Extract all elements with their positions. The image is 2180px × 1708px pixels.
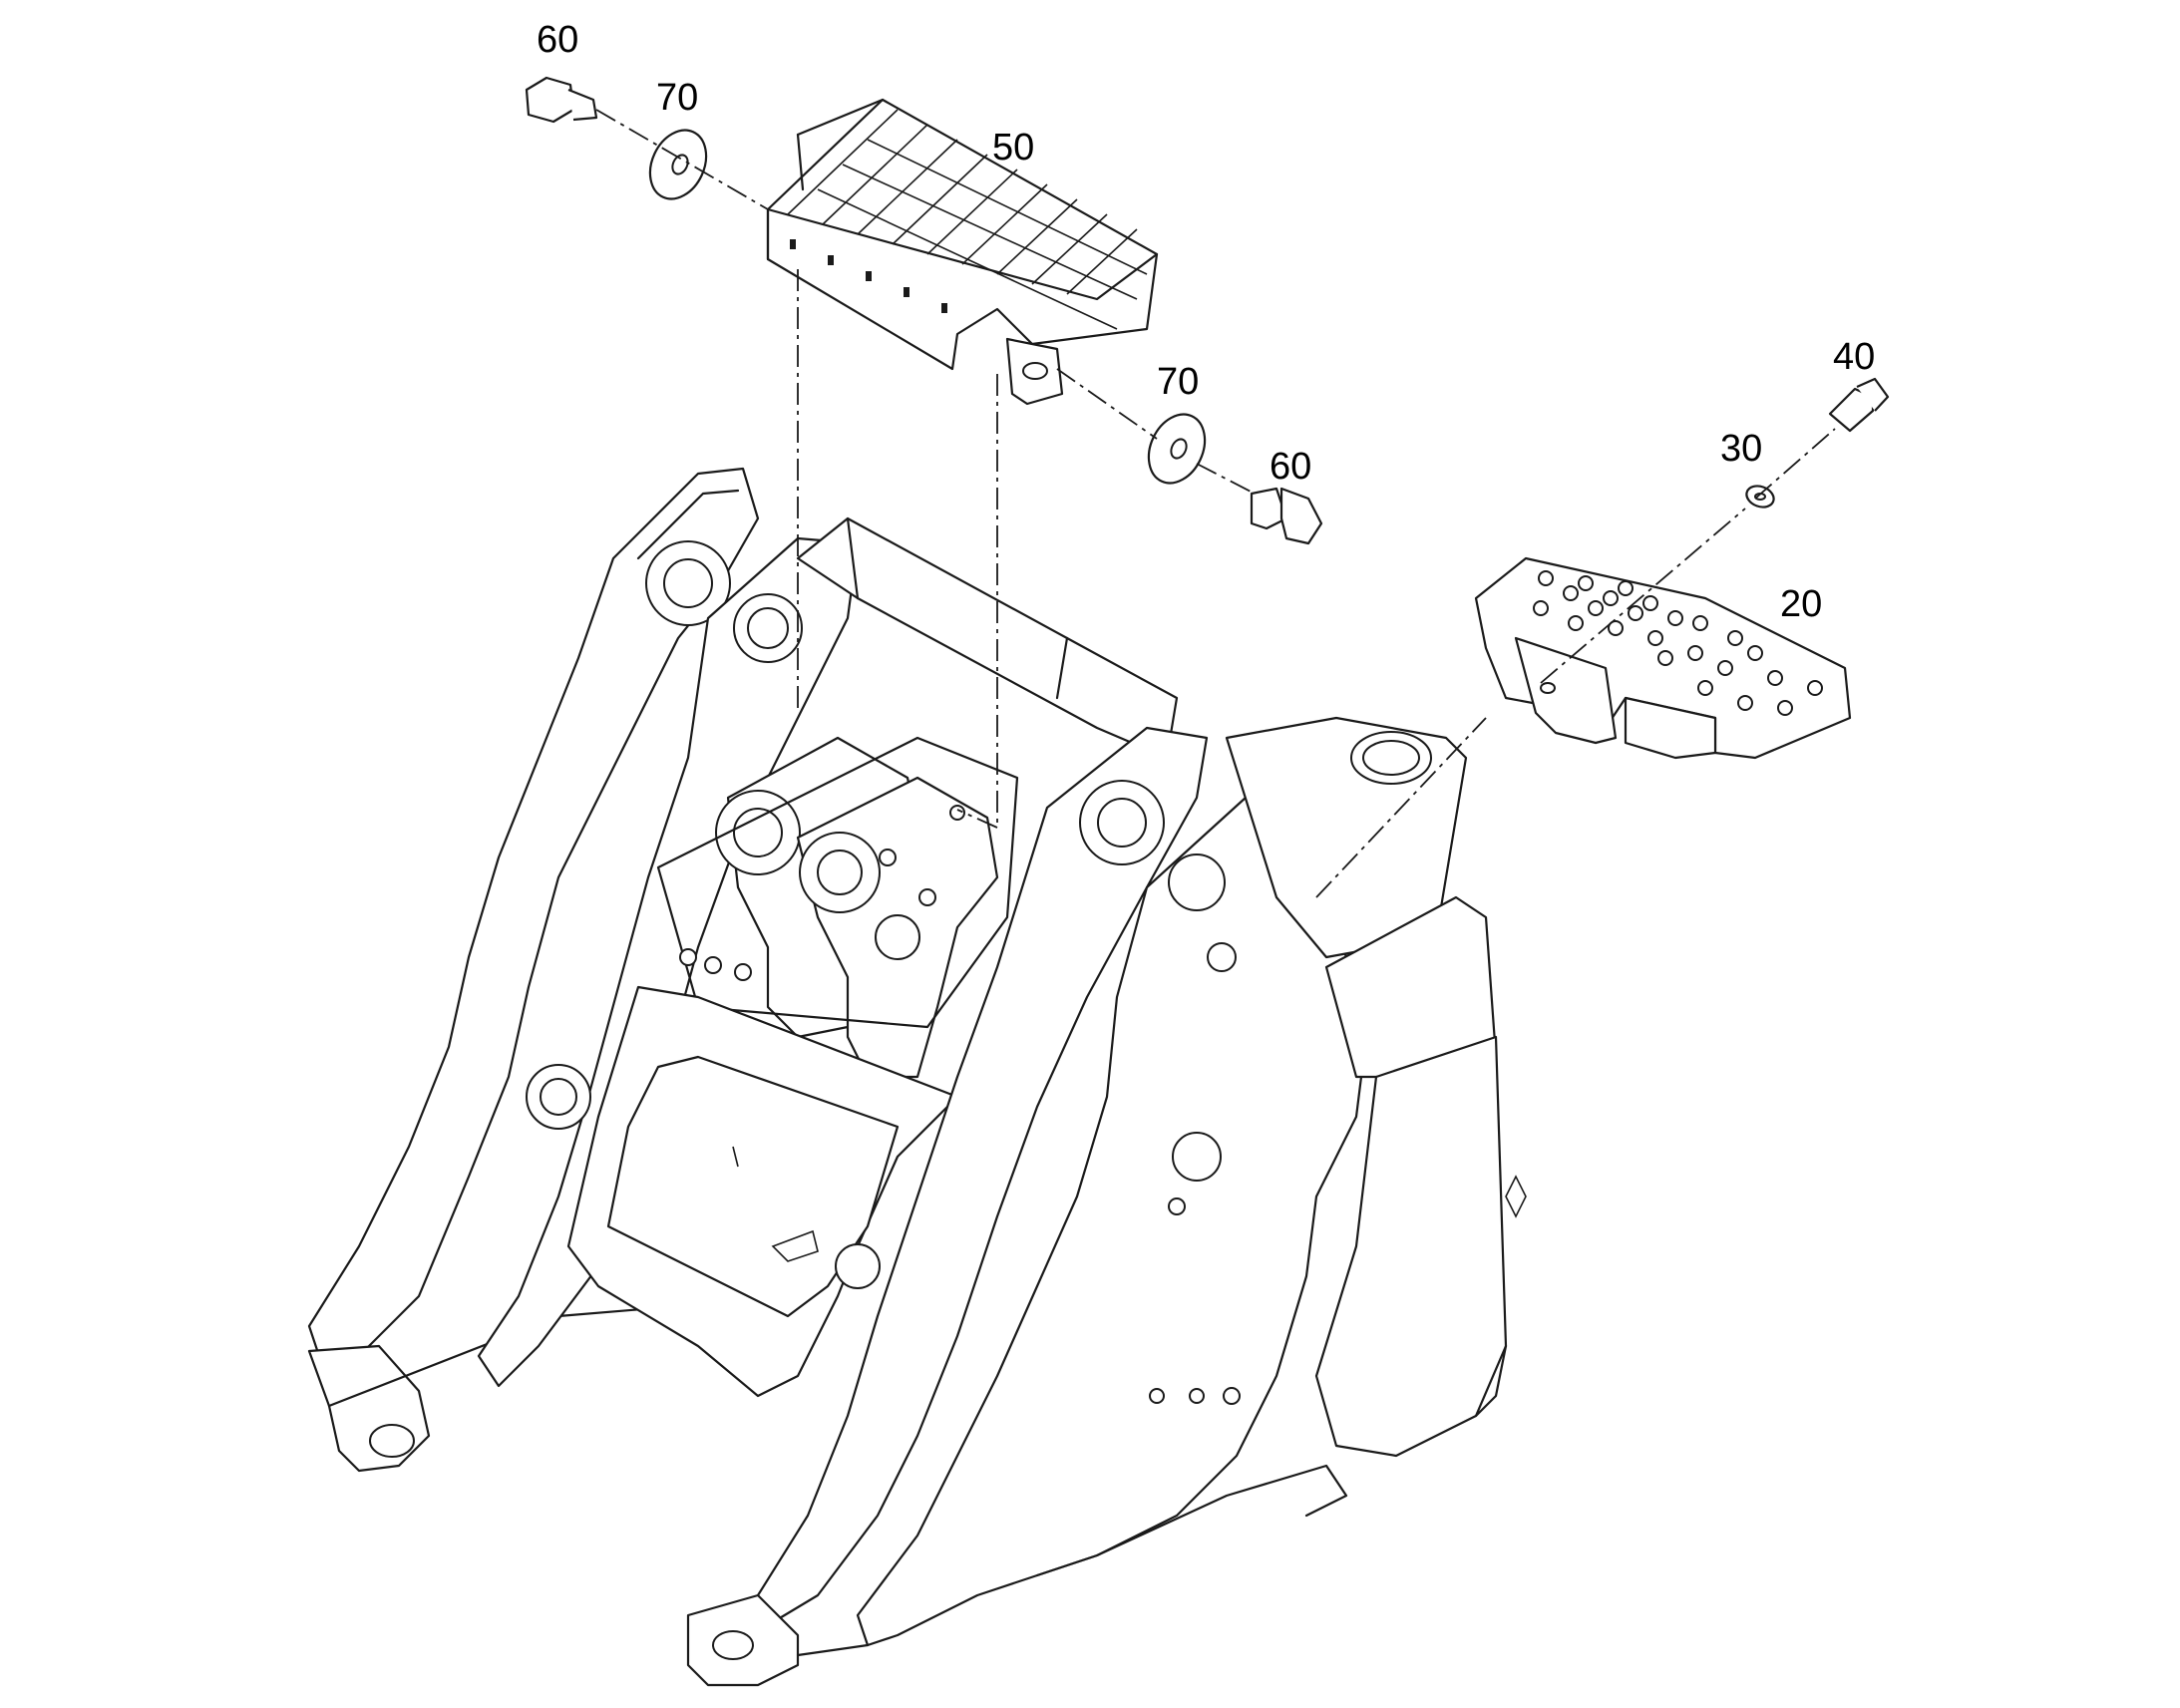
- part-60-bolt-mid: [1250, 487, 1323, 545]
- assembly-lines: [595, 109, 1836, 898]
- callout-50: 50: [992, 127, 1034, 169]
- part-70-washer-mid: [1147, 413, 1207, 485]
- callout-60-mid: 60: [1270, 446, 1311, 488]
- callout-30: 30: [1720, 428, 1762, 470]
- callout-20: 20: [1780, 583, 1822, 625]
- callout-labels: 60 70 50 70 60 40 30 20: [537, 19, 1875, 625]
- callout-60-top: 60: [537, 19, 578, 61]
- part-60-bolt-top: [525, 76, 598, 124]
- loader-front-frame: [307, 467, 1527, 1687]
- part-30-lock-washer: [1745, 485, 1775, 509]
- part-50-grating-step: [766, 98, 1159, 406]
- part-70-washer-top: [648, 129, 708, 200]
- callout-70-top: 70: [656, 77, 698, 119]
- perforation-holes: [1533, 570, 1823, 716]
- callout-40: 40: [1833, 336, 1875, 378]
- part-20-perforated-step: [1474, 556, 1852, 760]
- part-40-bolt: [1828, 377, 1890, 433]
- callout-70-mid: 70: [1157, 361, 1199, 403]
